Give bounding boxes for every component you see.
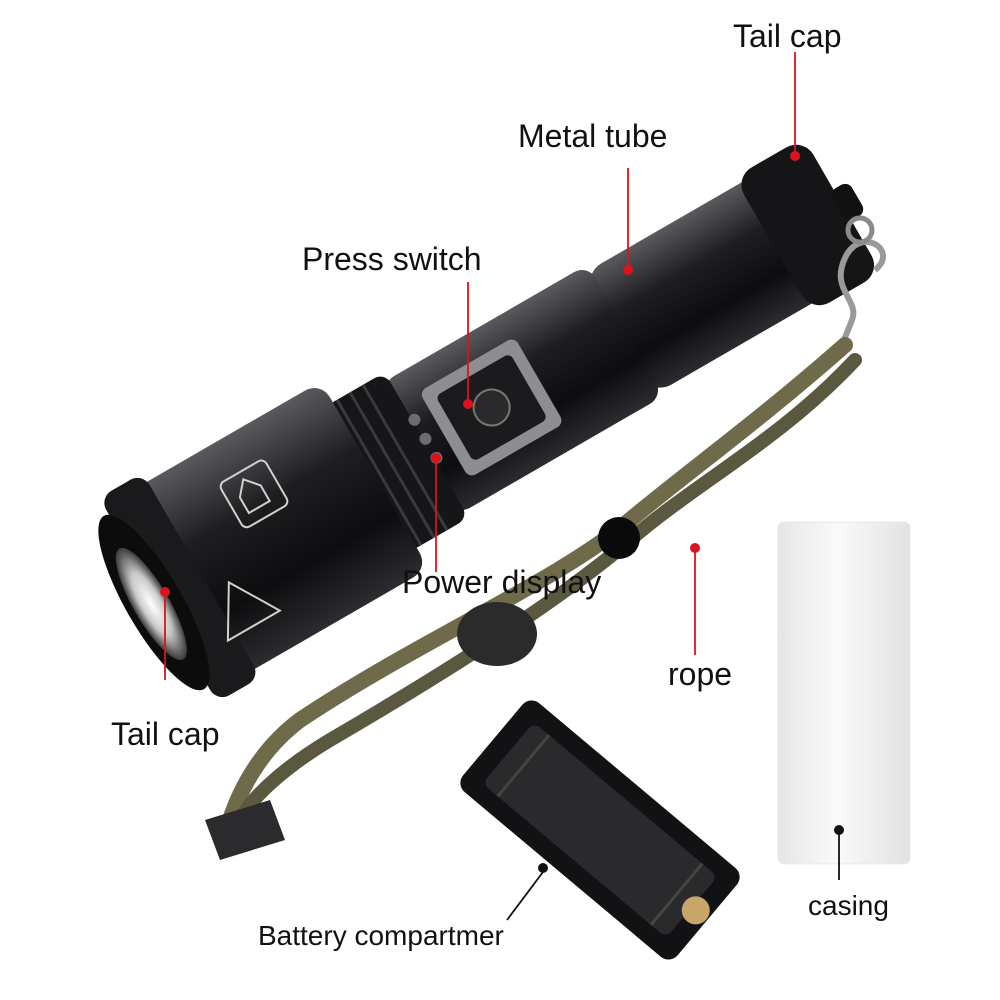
label-rope: rope [668,656,733,692]
rope-bead [598,517,640,559]
rope-end-cap [205,800,285,860]
label-casing: casing [808,890,889,921]
leader-line-black [506,832,840,921]
battery-compartment-shape [460,700,740,960]
lens [115,547,187,661]
label-tail-cap-bottom: Tail cap [111,716,220,752]
rope-lanyard [222,337,862,828]
label-power-display: Power display [402,564,602,600]
label-metal-tube: Metal tube [518,118,668,154]
leader-dots [160,151,800,597]
flashlight-body [98,144,875,698]
label-tail-cap-top: Tail cap [733,18,842,54]
casing-shape [777,521,911,865]
press-switch-button [472,388,511,427]
keyring-clip [837,215,886,347]
label-battery-compartment: Battery compartmer [258,920,504,951]
leader-lines [164,52,796,680]
rope-stopper [457,602,537,666]
label-press-switch: Press switch [302,241,482,277]
